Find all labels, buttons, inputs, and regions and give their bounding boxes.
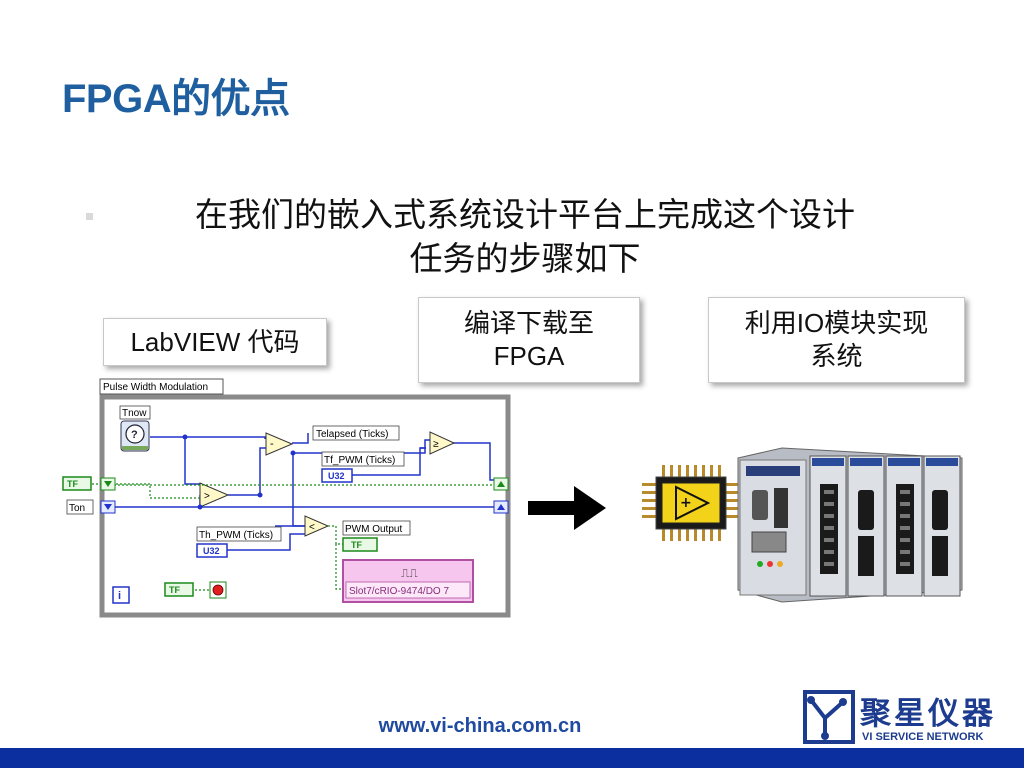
io-node: ⎍⎍ Slot7/cRIO-9474/DO 7 [342, 559, 474, 603]
svg-text:TF: TF [67, 479, 78, 489]
svg-text:<: < [309, 522, 315, 533]
vi-logo-icon [803, 690, 855, 744]
pwm-output-tf: TF [351, 540, 362, 550]
callout-compile-download: 编译下载至 FPGA [418, 297, 640, 383]
svg-text:TF: TF [169, 585, 180, 595]
footer-bar [0, 748, 1024, 768]
th-pwm-label: Th_PWM (Ticks) [199, 530, 273, 541]
tnow-label: Tnow [122, 408, 147, 419]
green-wires [88, 483, 494, 591]
callout-labview-text: LabVIEW 代码 [130, 327, 300, 357]
th-pwm-u32: U32 [203, 546, 220, 556]
svg-text:≥: ≥ [433, 439, 439, 450]
bullet-line-1: 在我们的嵌入式系统设计平台上完成这个设计 [195, 195, 855, 234]
callout-io-line1: 利用IO模块实现 [744, 308, 929, 338]
stop-control: TF [164, 581, 227, 599]
website-url: www.vi-china.com.cn [378, 715, 582, 737]
greater-equal-node: ≥ [429, 431, 456, 455]
logo-english-text: VI SERVICE NETWORK [862, 731, 984, 743]
shift-register-right [493, 477, 509, 514]
pwm-output-label: PWM Output [345, 524, 402, 535]
stop-terminal-left: TF [62, 476, 92, 491]
tf-pwm-label: Tf_PWM (Ticks) [324, 455, 395, 466]
wire-junctions [182, 434, 296, 510]
svg-text:?: ? [131, 429, 138, 441]
logo-chinese-text: 聚星仪器 [860, 696, 996, 732]
callout-compile-line2: FPGA [493, 341, 565, 371]
callout-io-module: 利用IO模块实现 系统 [708, 297, 965, 383]
bullet-square-icon [86, 213, 93, 220]
svg-text:i: i [118, 590, 121, 602]
labview-block-diagram: Pulse Width Modulation Tnow ? - > ≥ [62, 378, 511, 618]
callout-io-line2: 系统 [810, 341, 863, 371]
subtract-node: - [265, 432, 294, 456]
select-node: > [199, 482, 230, 508]
tick-count-icon: ? [120, 420, 150, 452]
tf-pwm-u32: U32 [328, 471, 345, 481]
less-than-node: < [304, 515, 330, 537]
right-arrow-icon [528, 486, 606, 530]
callout-labview-code: LabVIEW 代码 [103, 318, 327, 366]
fpga-chip-icon: + [642, 465, 740, 541]
slide-title: FPGA的优点 [62, 77, 290, 121]
svg-text:-: - [270, 438, 274, 450]
shift-register-left [100, 477, 116, 514]
diagram-caption: Pulse Width Modulation [103, 382, 208, 393]
svg-text:+: + [680, 495, 692, 511]
iteration-info-icon: i [112, 586, 130, 604]
svg-text:>: > [204, 491, 210, 502]
bullet-text: 在我们的嵌入式系统设计平台上完成这个设计 任务的步骤如下 [120, 193, 930, 281]
io-node-label: Slot7/cRIO-9474/DO 7 [349, 586, 449, 597]
bullet-line-2: 任务的步骤如下 [409, 239, 641, 278]
callout-compile-line1: 编译下载至 [463, 308, 594, 338]
ton-label: Ton [69, 503, 85, 514]
compactrio-hardware-image [737, 447, 963, 603]
telapsed-label: Telapsed (Ticks) [316, 429, 388, 440]
svg-text:⎍⎍: ⎍⎍ [401, 566, 418, 580]
